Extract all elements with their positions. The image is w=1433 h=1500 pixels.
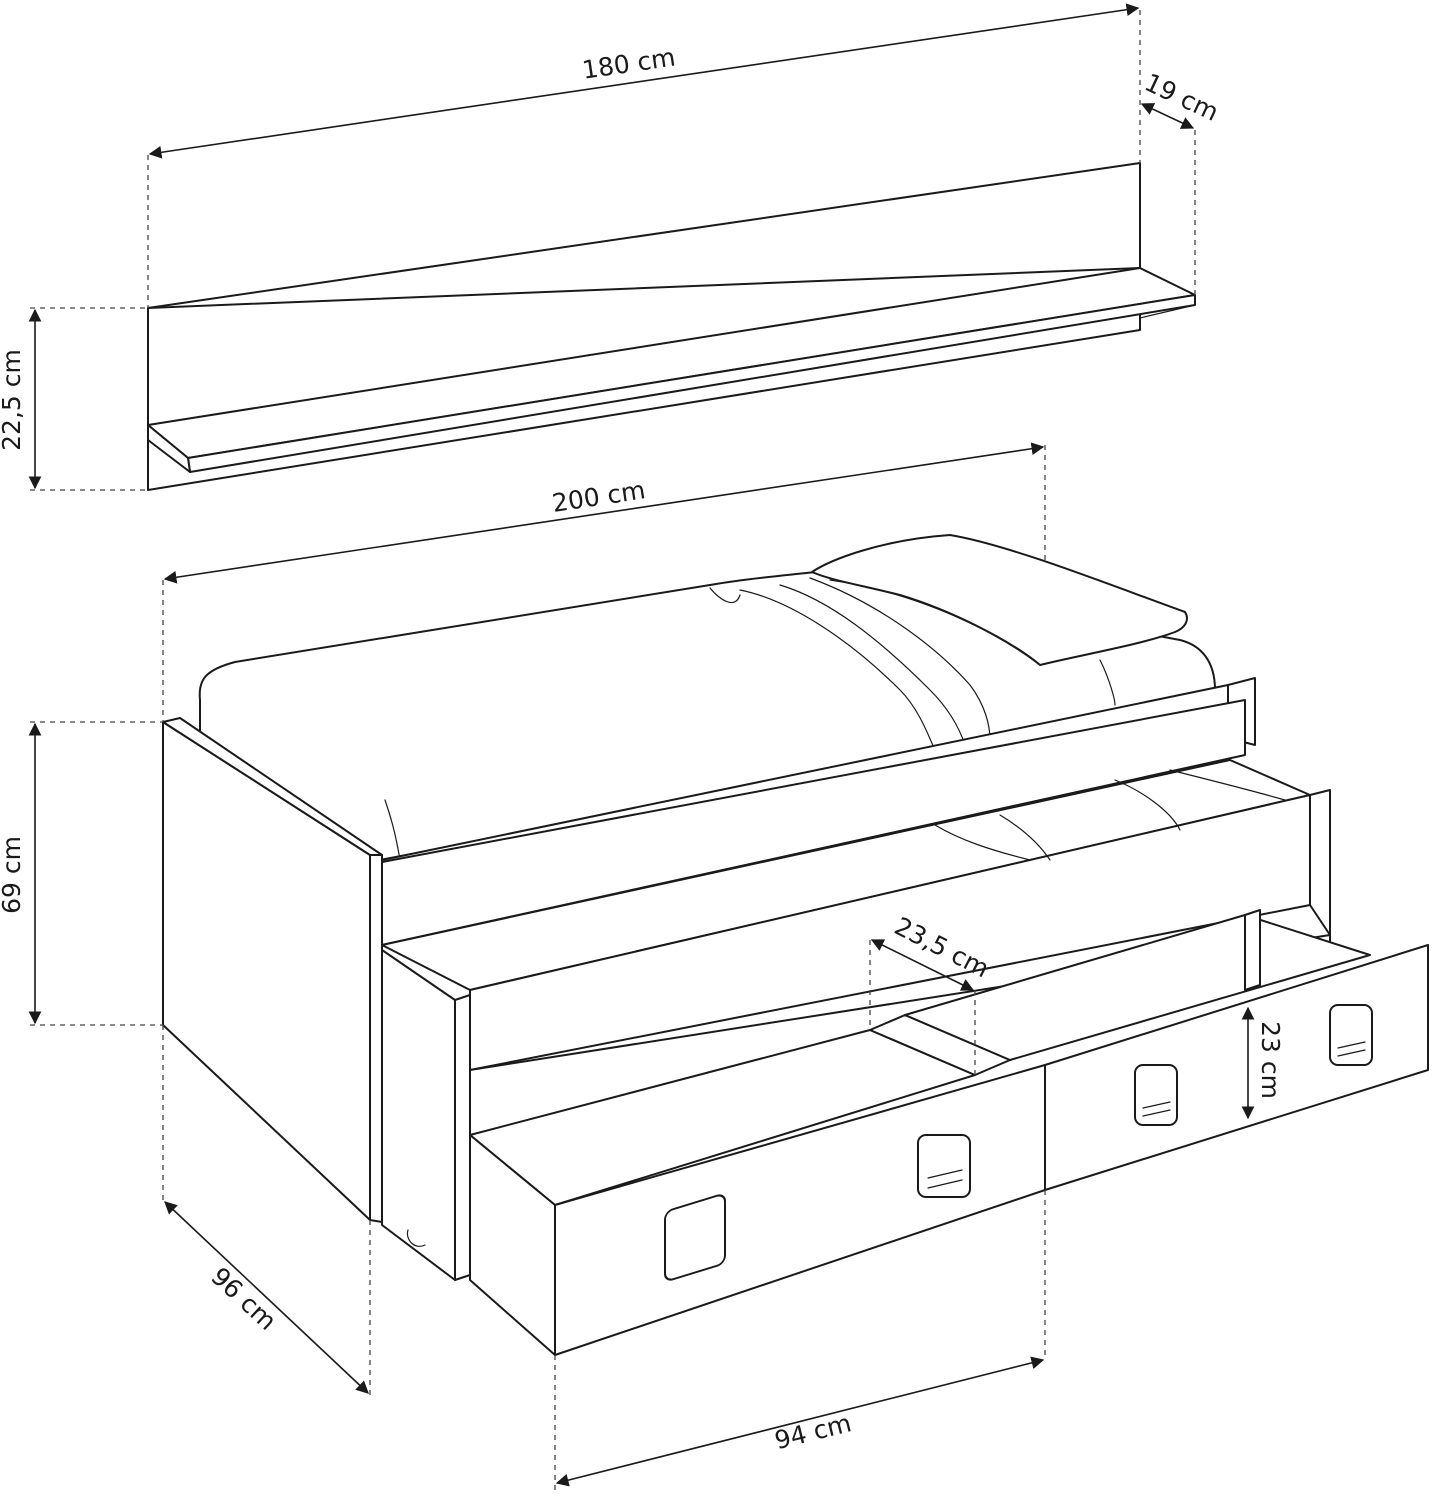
drawer-right xyxy=(904,909,1429,1191)
drawer-width-label: 94 cm xyxy=(772,1408,855,1455)
trundle-left-panel xyxy=(381,949,456,1281)
drawer-depth-dimension-line xyxy=(870,939,975,991)
bed-length-label: 200 cm xyxy=(550,475,647,518)
shelf-height-label: 22,5 cm xyxy=(0,349,26,451)
drawer-height-label: 23 cm xyxy=(1256,1021,1285,1099)
shelf-depth-label: 19 cm xyxy=(1140,68,1223,127)
trundle-left-edge xyxy=(454,994,471,1281)
bed-front-rail xyxy=(381,699,1246,946)
bed-depth-label: 96 cm xyxy=(205,1262,282,1336)
drawer-right-handle-a[interactable] xyxy=(1134,1064,1178,1126)
shelf-depth-dimension-line xyxy=(1140,103,1195,129)
drawer-left-handle-b[interactable] xyxy=(917,1134,971,1198)
bed-left-panel-edge xyxy=(369,854,383,1223)
drawer-right-handle-b[interactable] xyxy=(1329,1004,1373,1066)
bed-depth-dimension-line xyxy=(164,1201,369,1394)
trundle-bed xyxy=(162,534,1429,1356)
bed-dimension-guides xyxy=(28,442,1255,1495)
trundle-right-end xyxy=(1309,789,1331,936)
bed-length-dimension-line xyxy=(163,442,1045,584)
drawer-right-back xyxy=(1244,909,1261,991)
shelf-dimension-guides xyxy=(28,3,1196,491)
drawer-width-dimension-line xyxy=(555,1356,1045,1487)
drawer-left-handle-a[interactable] xyxy=(664,1193,726,1281)
shelf-width-dimension-line xyxy=(148,3,1140,159)
bed-height-label: 69 cm xyxy=(0,836,26,914)
wall-shelf xyxy=(147,162,1196,491)
